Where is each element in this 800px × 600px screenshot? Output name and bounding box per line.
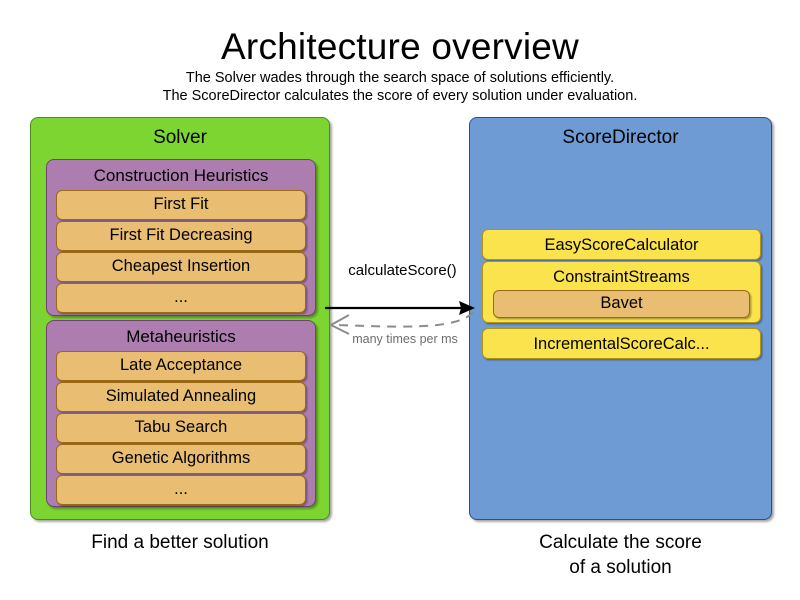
solver-panel-title: Solver <box>153 127 207 148</box>
calculator-constraint-streams[interactable]: ConstraintStreams Bavet <box>482 261 761 323</box>
score-director-panel-title: ScoreDirector <box>562 127 679 148</box>
arrow-return-line <box>334 311 474 328</box>
caption-score-director-line-2: of a solution <box>569 557 672 578</box>
group-construction-heuristics[interactable]: Construction Heuristics First Fit First … <box>46 159 316 316</box>
subtitle-line-1: The Solver wades through the search spac… <box>185 70 615 86</box>
arrow-forward-head-icon <box>459 301 475 315</box>
group-construction-heuristics-items: First Fit First Fit Decreasing Cheapest … <box>47 190 315 322</box>
arrow-return-label: many times per ms <box>352 332 458 346</box>
leaf-first-fit-decreasing[interactable]: First Fit Decreasing <box>56 221 306 251</box>
group-metaheuristics-title: Metaheuristics <box>126 327 236 346</box>
diagram-header: Architecture overview The Solver wades t… <box>0 0 800 105</box>
arrow-return-head-icon <box>328 314 350 335</box>
leaf-construction-heuristics-more[interactable]: ... <box>56 283 306 313</box>
leaf-first-fit[interactable]: First Fit <box>56 190 306 220</box>
calculator-incremental-score-calculator[interactable]: IncrementalScoreCalc... <box>482 328 761 359</box>
caption-score-director: Calculate the score of a solution <box>469 530 772 580</box>
score-director-panel[interactable]: ScoreDirector EasyScoreCalculator Constr… <box>469 117 772 520</box>
caption-score-director-line-1: Calculate the score <box>539 532 702 553</box>
arrow-svg <box>325 301 475 335</box>
leaf-genetic-algorithms[interactable]: Genetic Algorithms <box>56 444 306 474</box>
group-metaheuristics-items: Late Acceptance Simulated Annealing Tabu… <box>47 351 315 514</box>
calculator-easy-score-calculator-label: EasyScoreCalculator <box>544 236 699 254</box>
nested-box-bavet[interactable]: Bavet <box>493 290 750 318</box>
leaf-tabu-search[interactable]: Tabu Search <box>56 413 306 443</box>
leaf-cheapest-insertion[interactable]: Cheapest Insertion <box>56 252 306 282</box>
leaf-simulated-annealing[interactable]: Simulated Annealing <box>56 382 306 412</box>
calculator-constraint-streams-label: ConstraintStreams <box>553 268 690 286</box>
arrow-forward-label: calculateScore() <box>348 262 457 279</box>
subtitle-line-2: The ScoreDirector calculates the score o… <box>162 88 638 104</box>
group-metaheuristics[interactable]: Metaheuristics Late Acceptance Simulated… <box>46 320 316 507</box>
leaf-late-acceptance[interactable]: Late Acceptance <box>56 351 306 381</box>
group-construction-heuristics-title: Construction Heuristics <box>93 166 269 185</box>
calculator-easy-score-calculator[interactable]: EasyScoreCalculator <box>482 229 761 260</box>
calculator-incremental-score-calculator-label: IncrementalScoreCalc... <box>533 335 710 353</box>
caption-solver: Find a better solution <box>91 532 269 553</box>
arrow-group: calculateScore() many times per ms <box>325 262 480 357</box>
solver-panel[interactable]: Solver Construction Heuristics First Fit… <box>30 117 330 520</box>
leaf-metaheuristics-more[interactable]: ... <box>56 475 306 505</box>
page-title: Architecture overview <box>221 26 579 67</box>
